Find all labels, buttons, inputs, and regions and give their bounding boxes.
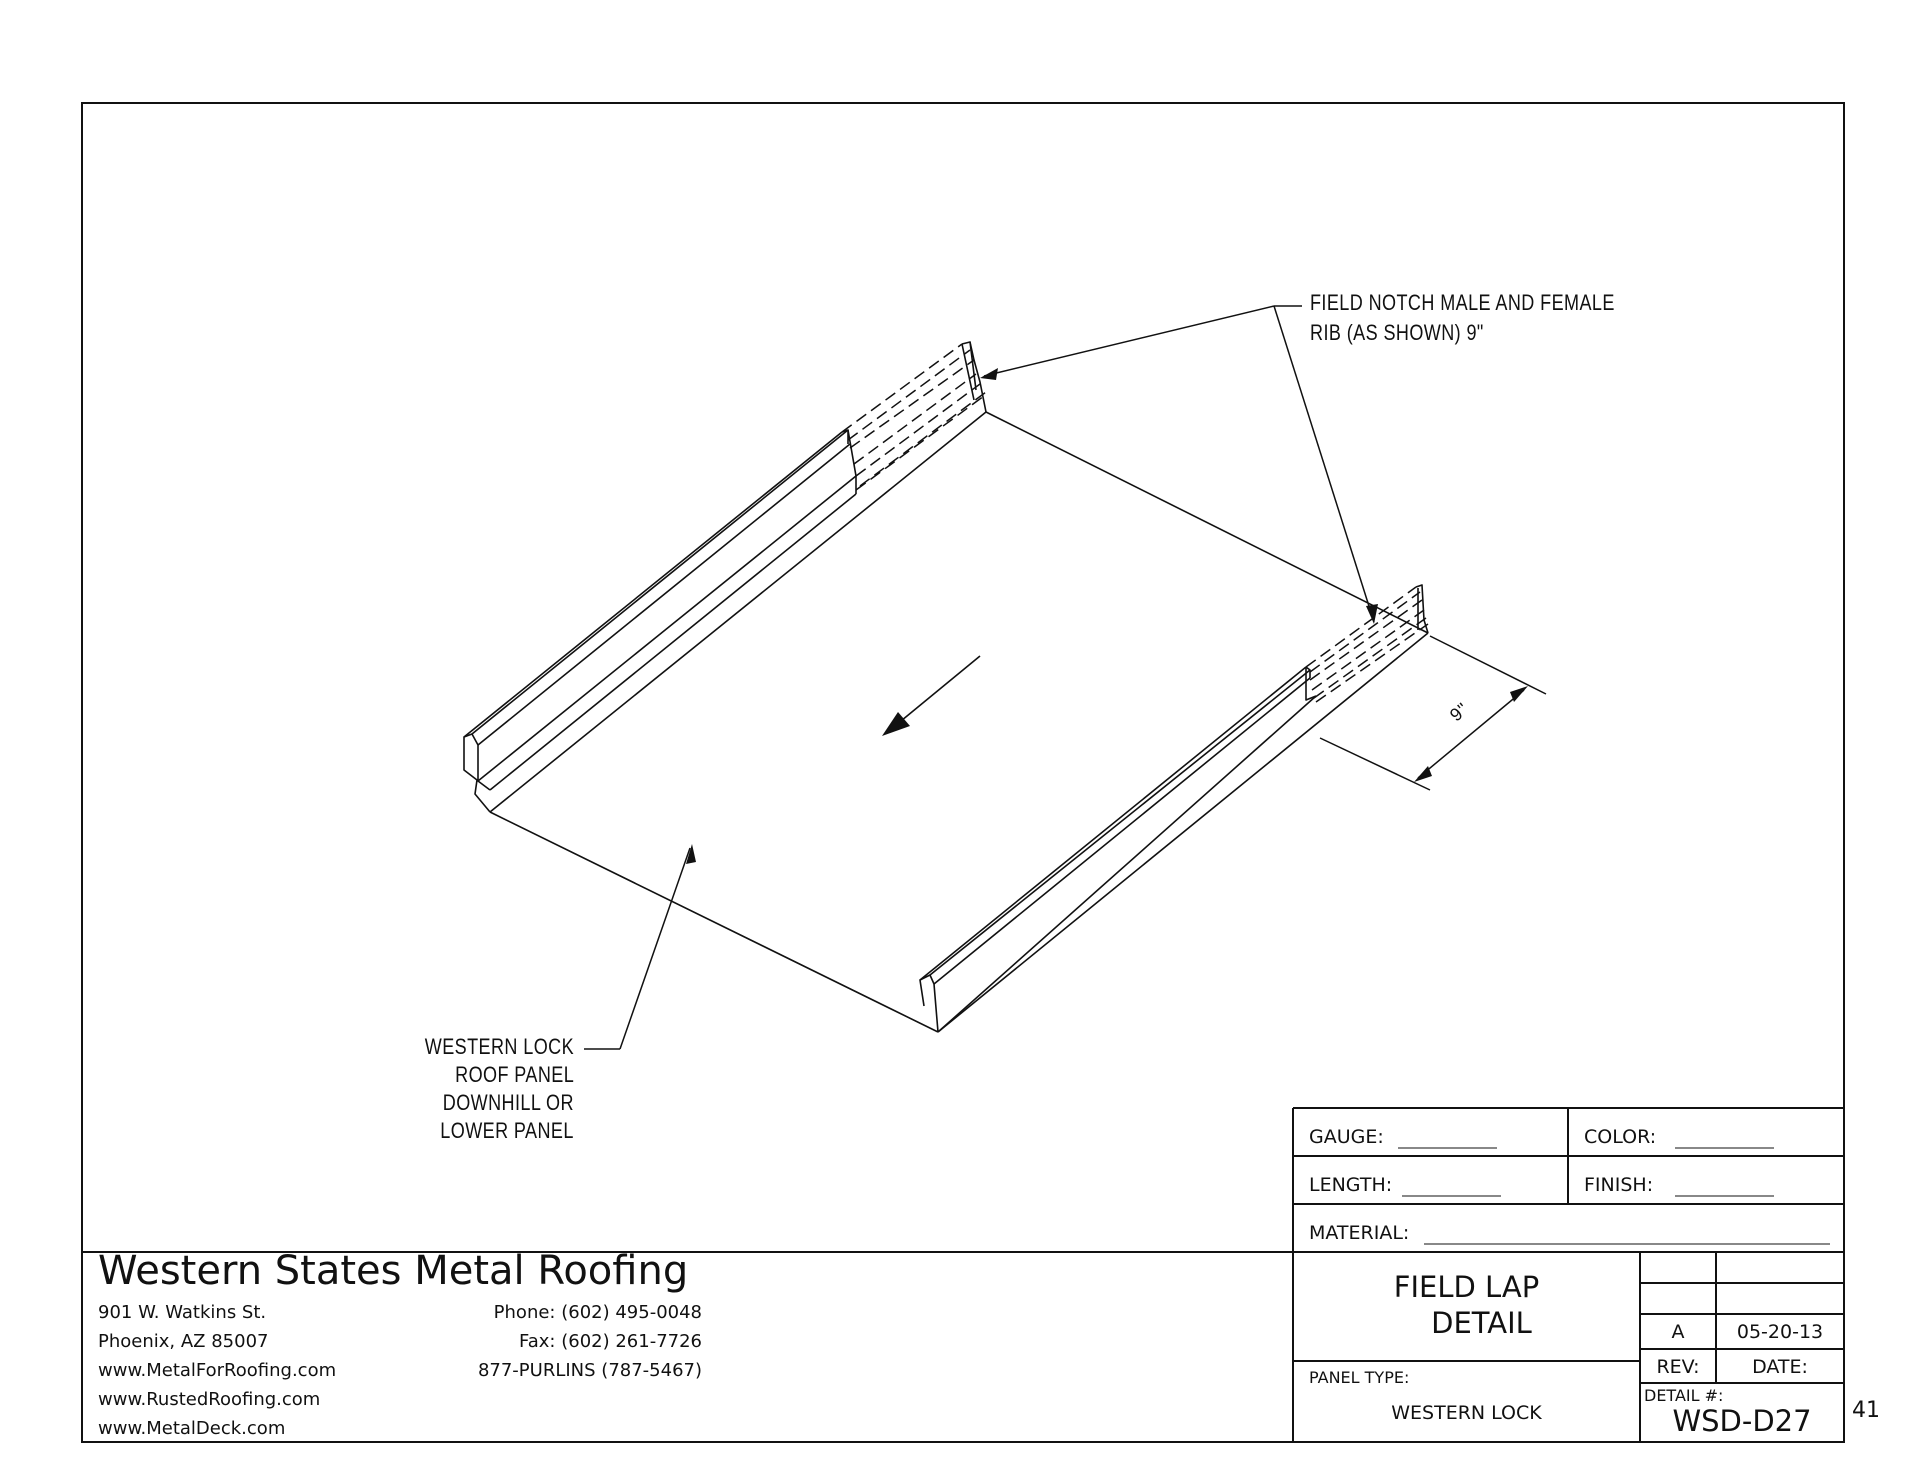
callout-panel-line2: ROOF PANEL — [454, 1062, 574, 1087]
panel-type-value: WESTERN LOCK — [1391, 1402, 1542, 1424]
leaders — [584, 305, 1375, 1050]
date-label: DATE: — [1752, 1356, 1808, 1378]
color-label: COLOR: — [1584, 1126, 1657, 1148]
company-name: Western States Metal Roofing — [98, 1248, 689, 1294]
panel-type-label: PANEL TYPE: — [1309, 1368, 1410, 1387]
detail-number: WSD-D27 — [1672, 1404, 1812, 1438]
length-label: LENGTH: — [1309, 1174, 1393, 1196]
dimension-9in — [1319, 635, 1547, 791]
roof-panel-drawing — [463, 341, 1429, 1033]
company-phone: Phone: (602) 495-0048 — [493, 1302, 702, 1323]
callout-notch-line2: RIB (AS SHOWN) 9" — [1310, 320, 1484, 345]
drawing-title-line1: FIELD LAP — [1393, 1270, 1540, 1304]
revision-label: REV: — [1656, 1356, 1700, 1378]
company-web-1[interactable]: www.MetalForRoofing.com — [98, 1360, 337, 1381]
panel-left-seam-base — [489, 411, 987, 813]
leader-arrow-3 — [686, 844, 696, 864]
detail-number-label: DETAIL #: — [1644, 1386, 1724, 1405]
sheet-border — [81, 102, 1845, 1443]
page-number: 41 — [1852, 1398, 1880, 1423]
callout-panel-line3: DOWNHILL OR — [442, 1090, 574, 1115]
company-tollfree: 877-PURLINS (787-5467) — [477, 1360, 702, 1381]
callout-panel-line4: LOWER PANEL — [440, 1118, 574, 1143]
company-city: Phoenix, AZ 85007 — [98, 1331, 269, 1352]
company-street: 901 W. Watkins St. — [98, 1302, 267, 1323]
company-fax: Fax: (602) 261-7726 — [519, 1331, 702, 1352]
leader-arrow-2 — [1366, 604, 1378, 624]
revision-value: A — [1671, 1321, 1685, 1343]
drawing-title-line2: DETAIL — [1431, 1306, 1532, 1340]
callout-notch-line1: FIELD NOTCH MALE AND FEMALE — [1310, 290, 1615, 315]
company-web-2[interactable]: www.RustedRoofing.com — [98, 1389, 321, 1410]
finish-label: FINISH: — [1584, 1174, 1654, 1196]
leader-arrow-1 — [980, 368, 998, 380]
panel-right-seam-base — [937, 632, 1429, 1033]
company-web-3[interactable]: www.MetalDeck.com — [98, 1418, 286, 1439]
material-label: MATERIAL: — [1309, 1222, 1410, 1244]
notch-dashed-right — [1305, 586, 1429, 703]
panel-back-edge — [985, 411, 1429, 634]
gauge-label: GAUGE: — [1309, 1126, 1384, 1148]
date-value: 05-20-13 — [1736, 1321, 1824, 1343]
callout-panel-line1: WESTERN LOCK — [424, 1034, 574, 1059]
notch-dashed-left — [841, 343, 987, 491]
flow-arrow-head — [882, 712, 910, 736]
panel-front-edge — [489, 811, 939, 1033]
